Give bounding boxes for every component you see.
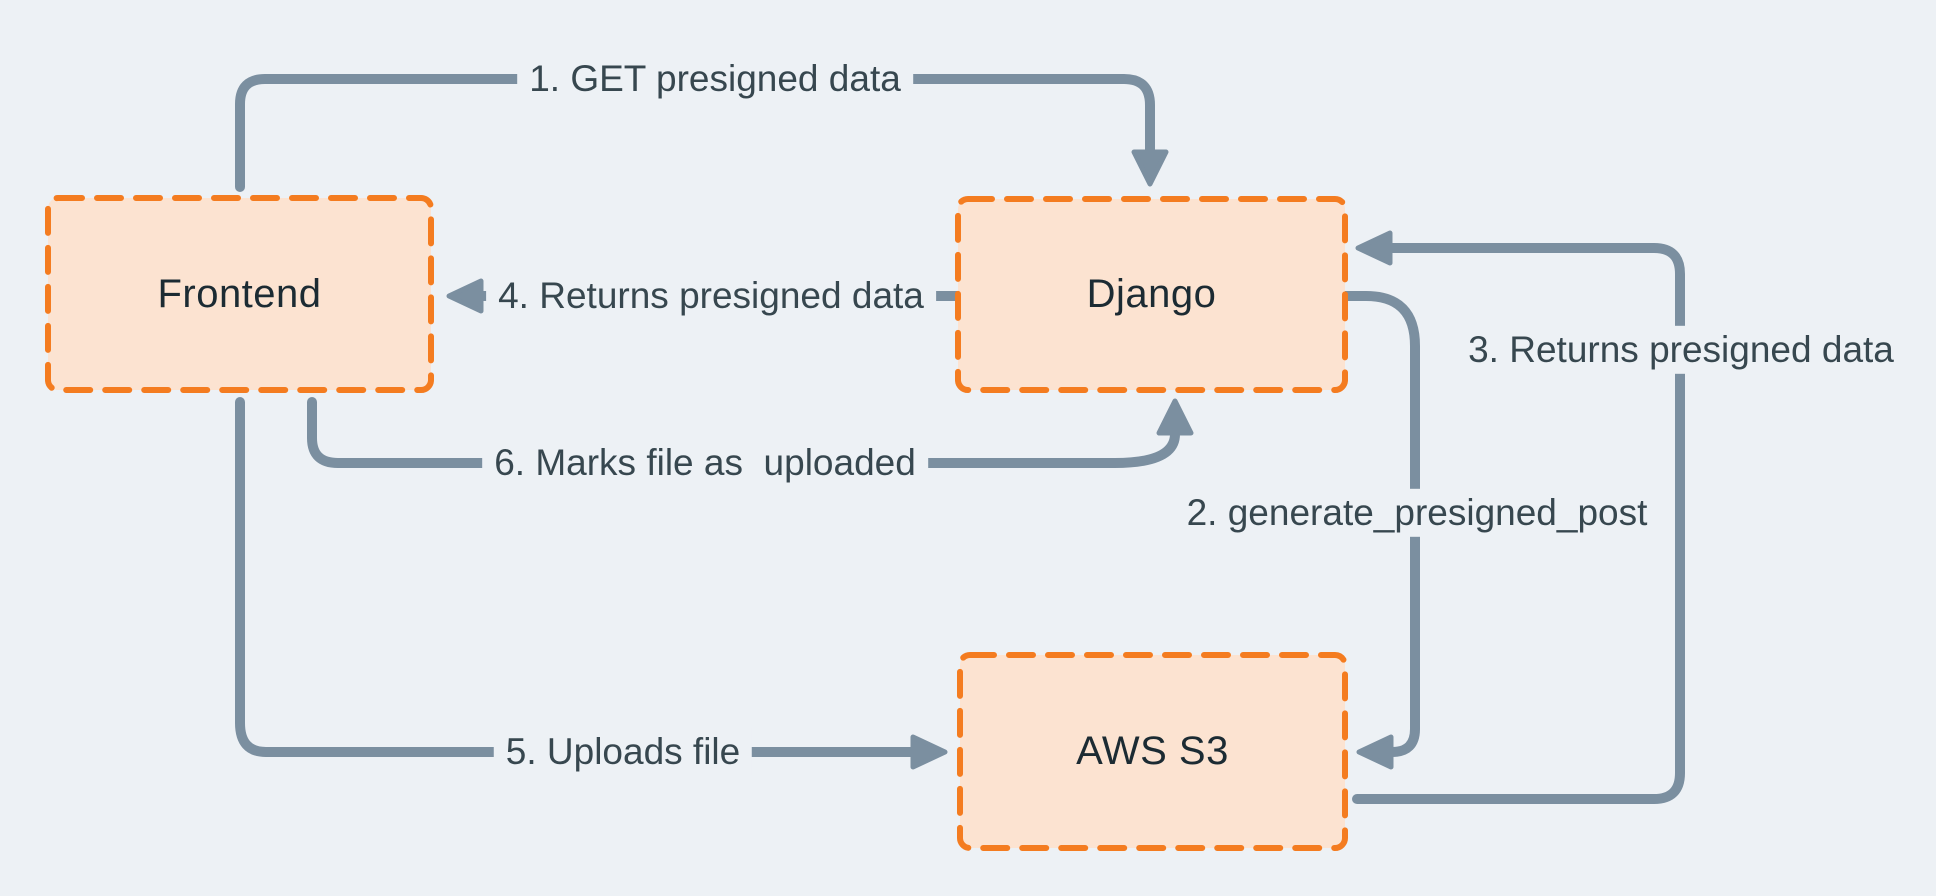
edge-3-label: 3. Returns presigned data — [1456, 325, 1906, 375]
node-django-label: Django — [1086, 272, 1217, 316]
node-aws-s3-label: AWS S3 — [1076, 729, 1229, 773]
node-aws-s3-box — [957, 652, 1348, 851]
edge-6-arrowhead-up-icon — [1156, 398, 1194, 436]
edge-2-label: 2. generate_presigned_post — [1174, 488, 1660, 538]
edge-2-generate-presigned-post-line — [1340, 291, 1420, 757]
edge-6-marks-file-uploaded-line — [307, 397, 1180, 468]
edge-2-arrowhead-left-icon — [1356, 734, 1394, 770]
node-frontend-label: Frontend — [157, 271, 322, 316]
edge-5-arrowhead-right-icon — [910, 734, 948, 770]
node-frontend-box — [45, 195, 434, 393]
edge-5-uploads-file-line — [235, 397, 917, 757]
edge-5-label: 5. Uploads file — [493, 727, 753, 777]
edge-1-arrowhead-down-icon — [1131, 149, 1169, 187]
node-django-box — [955, 196, 1348, 393]
edge-3-arrowhead-left-icon — [1355, 230, 1393, 266]
edge-1-label: 1. GET presigned data — [517, 54, 913, 104]
edge-4-arrowhead-left-icon — [446, 278, 484, 314]
edge-6-label: 6. Marks file as uploaded — [482, 438, 928, 488]
edge-3-returns-presigned-data-line — [1352, 243, 1685, 804]
edge-4-label: 4. Returns presigned data — [486, 271, 936, 321]
